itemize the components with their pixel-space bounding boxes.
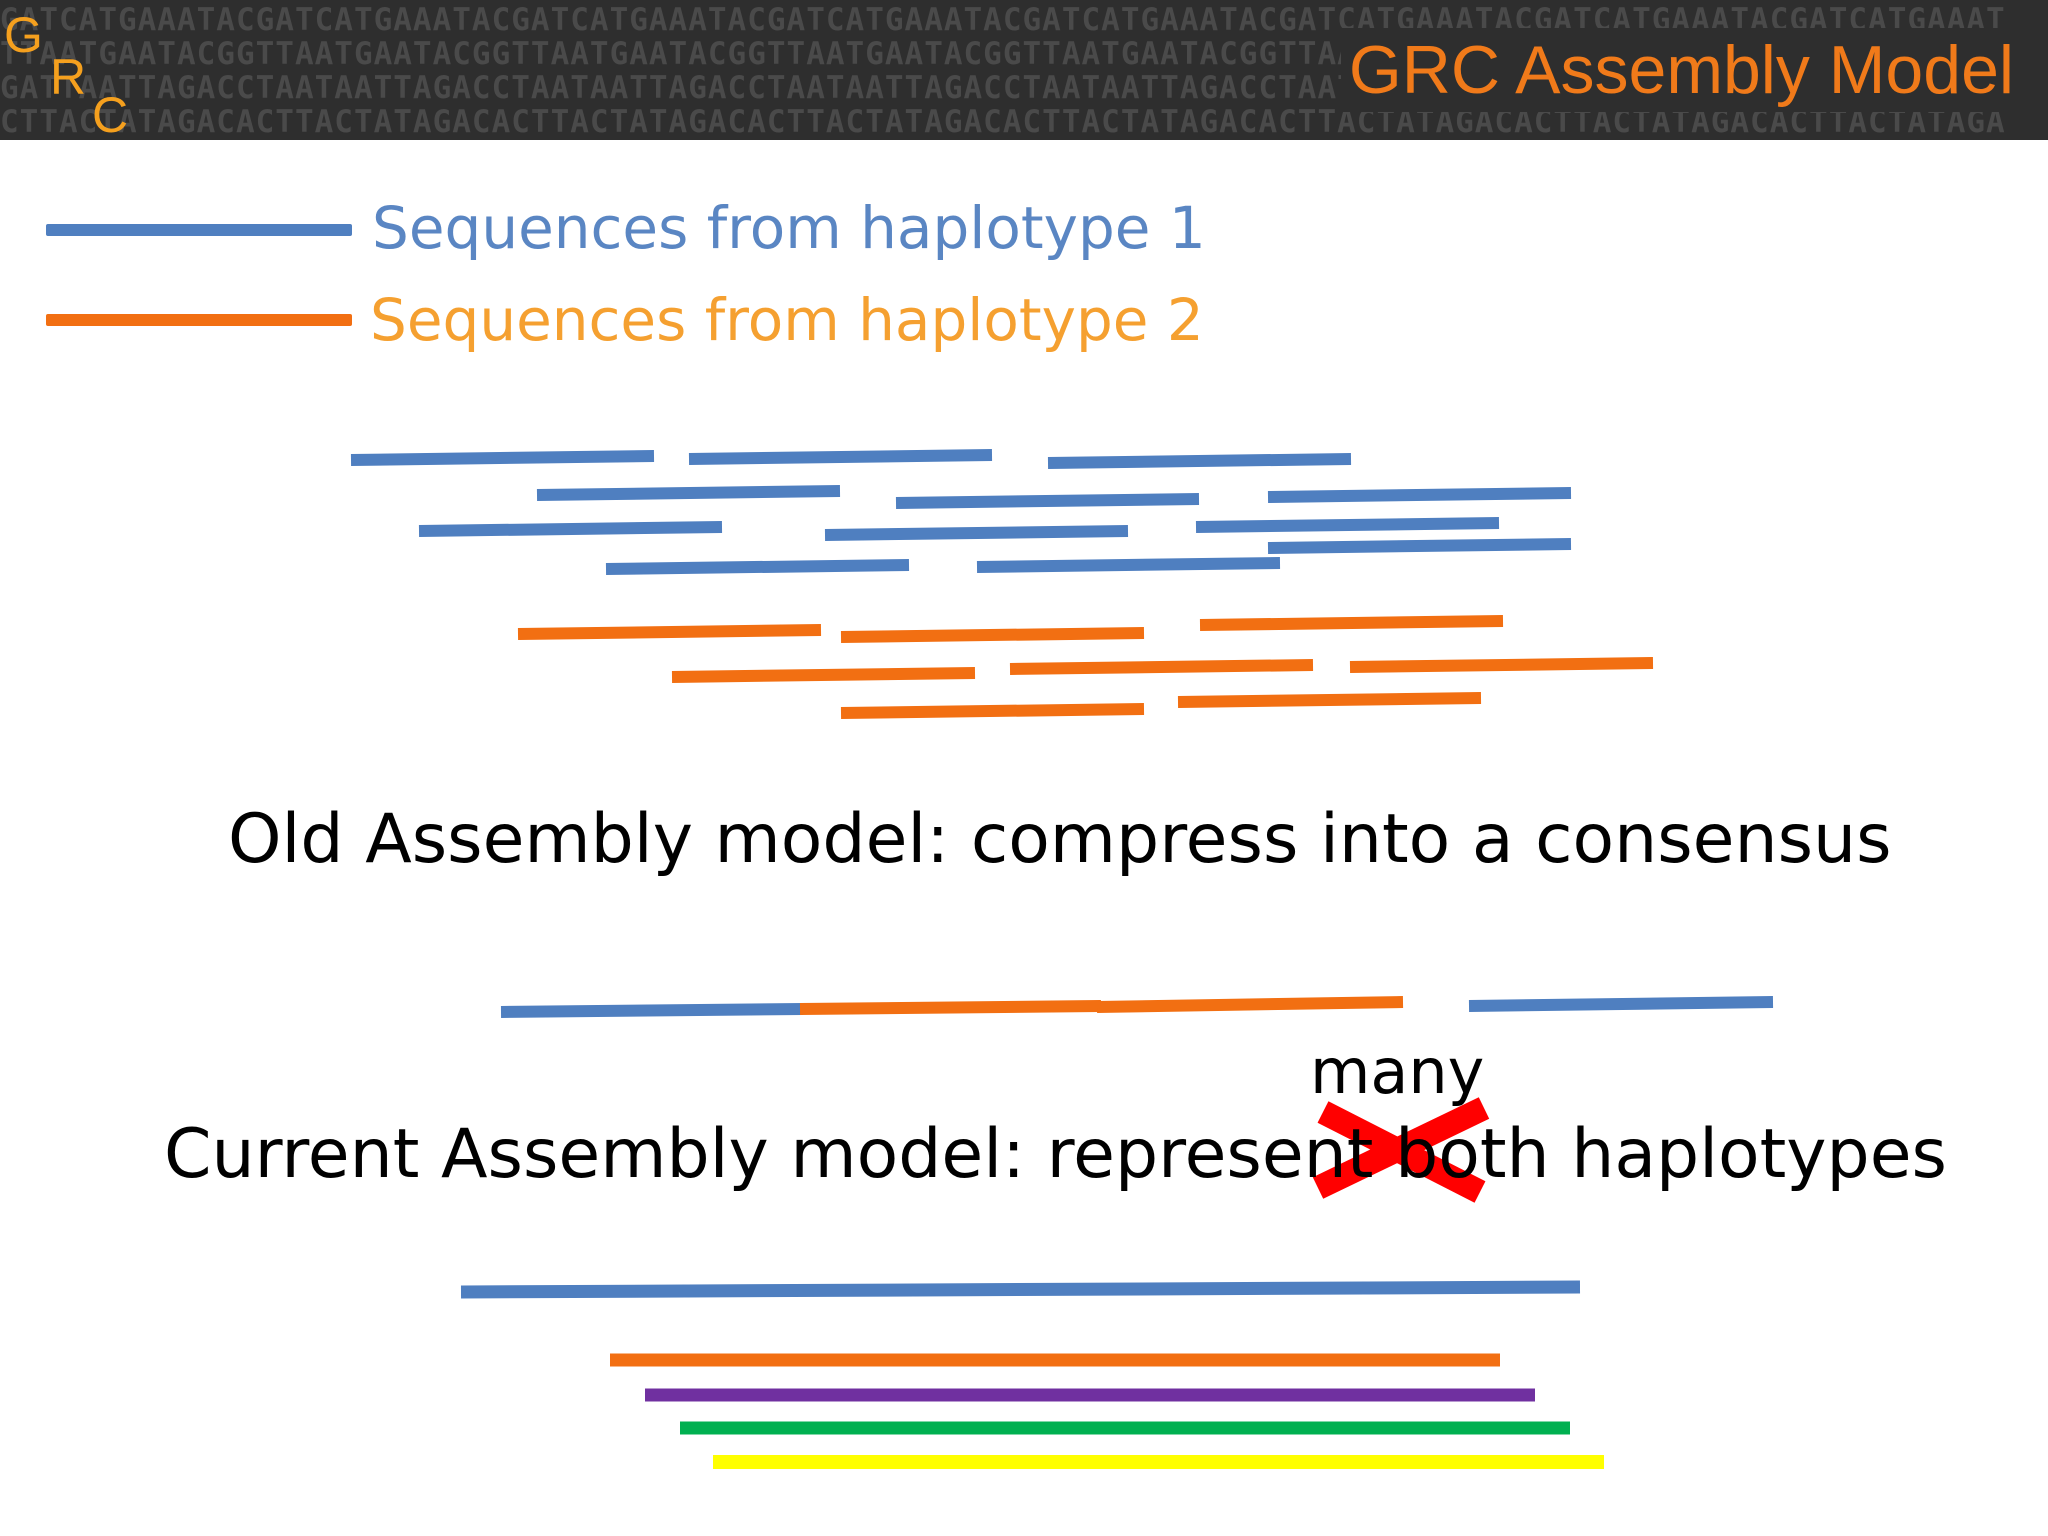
many-label: many: [1310, 1035, 1485, 1108]
grc-logo: G R C: [0, 0, 140, 140]
haplotype1-read: [895, 493, 1200, 509]
haplotype1-read: [824, 525, 1129, 541]
haplotype1-read: [976, 557, 1281, 573]
legend-haplotype2-label: Sequences from haplotype 2: [370, 286, 1204, 354]
haplotype1-read: [536, 485, 841, 501]
current-model-prefix: Current Assembly model: represent: [164, 1115, 1374, 1194]
haplotype2-read: [1349, 657, 1654, 673]
haplotype1-read: [1047, 453, 1352, 469]
logo-letter-c: C: [92, 87, 129, 140]
header-banner: GATCATGAAATACGATCATGAAATACGATCATGAAATACG…: [0, 0, 2048, 140]
haplotype2-read: [840, 627, 1145, 643]
haplotype1-read: [605, 559, 910, 575]
haplotype2-read: [1177, 692, 1482, 708]
haplotype1-read: [688, 449, 993, 465]
consensus-haplotype2-segment: [1096, 996, 1404, 1013]
strike-x-stroke: [1312, 1097, 1490, 1199]
legend-haplotype1-line: [46, 224, 352, 236]
haplotype1-read: [1267, 538, 1572, 554]
haplotype2-read: [840, 703, 1145, 719]
haplotype1-full-line: [460, 1280, 1581, 1299]
legend-haplotype2-line: [46, 314, 352, 326]
logo-letter-r: R: [50, 49, 87, 105]
consensus-haplotype1-segment: [500, 1003, 804, 1018]
haplotype1-read: [350, 450, 655, 466]
slide-title: GRC Assembly Model: [1340, 28, 2022, 112]
consensus-haplotype2-segment: [799, 1000, 1102, 1015]
struck-word: both: [1395, 1115, 1550, 1194]
current-model-caption: Current Assembly model: represent both h…: [164, 1115, 1947, 1194]
haplotype2-read: [1199, 615, 1504, 631]
haplotype1-read: [1267, 487, 1572, 503]
logo-letter-g: G: [4, 7, 43, 63]
haplotype2-read: [671, 667, 976, 683]
haplotype2-read: [517, 624, 822, 640]
haplotype1-read: [418, 521, 723, 537]
current-model-suffix: haplotypes: [1571, 1115, 1947, 1194]
haplotype2-read: [1009, 659, 1314, 675]
consensus-haplotype1-segment: [1468, 996, 1774, 1012]
legend-haplotype1-label: Sequences from haplotype 1: [372, 194, 1206, 262]
haplotype1-read: [1195, 517, 1500, 533]
old-model-caption: Old Assembly model: compress into a cons…: [228, 800, 1892, 879]
